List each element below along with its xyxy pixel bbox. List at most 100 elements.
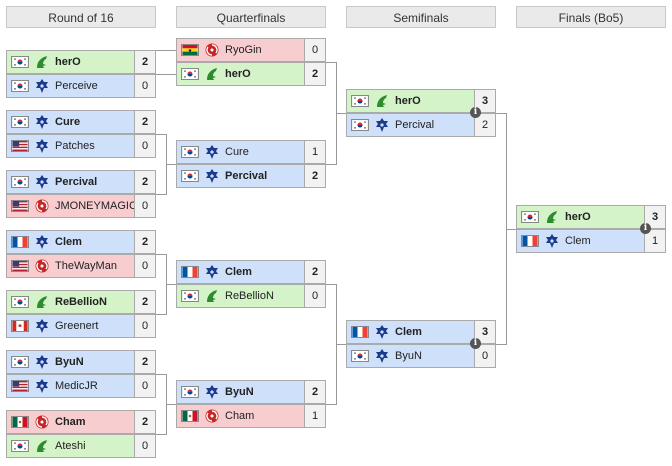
terran-race-icon <box>34 138 50 154</box>
zerg-race-icon <box>204 42 220 58</box>
player-name[interactable]: Clem <box>565 235 591 247</box>
protoss-race-icon <box>204 288 220 304</box>
player-name[interactable]: ByuN <box>55 356 84 368</box>
player-name[interactable]: MedicJR <box>55 380 98 392</box>
connector-line <box>156 314 166 315</box>
player-slot[interactable]: Cure 1 <box>176 140 326 164</box>
player-name[interactable]: TheWayMan <box>55 260 117 272</box>
player-slot[interactable]: ByuN 0 <box>346 344 496 368</box>
player-name[interactable]: Cure <box>225 146 249 158</box>
player-name[interactable]: Patches <box>55 140 95 152</box>
player-slot[interactable]: herO 2 <box>6 50 156 74</box>
player-score: 0 <box>134 135 155 157</box>
terran-race-icon <box>204 144 220 160</box>
player-name[interactable]: herO <box>565 211 591 223</box>
player-name[interactable]: JMONEYMAGIC <box>55 200 137 212</box>
protoss-race-icon <box>34 54 50 70</box>
player-slot[interactable]: Patches 0 <box>6 134 156 158</box>
flag-us-icon <box>11 200 29 212</box>
player-name[interactable]: Cure <box>55 116 81 128</box>
flag-fr-icon <box>11 236 29 248</box>
player-name[interactable]: ByuN <box>225 386 254 398</box>
player-slot[interactable]: Clem 2 <box>6 230 156 254</box>
player-name[interactable]: Clem <box>395 326 422 338</box>
flag-fr-icon <box>351 326 369 338</box>
terran-race-icon <box>34 78 50 94</box>
round-header-finals: Finals (Bo5) <box>516 6 666 28</box>
player-name[interactable]: herO <box>395 95 421 107</box>
player-score: 0 <box>134 195 155 217</box>
connector-line <box>166 404 176 405</box>
flag-kr-icon <box>351 119 369 131</box>
connector-line <box>156 254 166 255</box>
player-name[interactable]: ByuN <box>395 350 422 362</box>
player-name[interactable]: Cham <box>55 416 86 428</box>
player-score: 1 <box>304 141 325 163</box>
player-name[interactable]: Percival <box>225 170 268 182</box>
player-name[interactable]: herO <box>225 68 251 80</box>
flag-kr-icon <box>11 440 29 452</box>
connector-line <box>336 344 346 345</box>
player-score: 2 <box>134 231 155 253</box>
player-name[interactable]: Percival <box>395 119 435 131</box>
flag-fr-icon <box>181 266 199 278</box>
player-name[interactable]: Percival <box>55 176 98 188</box>
player-name[interactable]: Clem <box>55 236 82 248</box>
terran-race-icon <box>34 114 50 130</box>
player-score: 2 <box>134 51 155 73</box>
player-name[interactable]: ReBellioN <box>225 290 274 302</box>
player-name[interactable]: Ateshi <box>55 440 86 452</box>
connector-line <box>156 74 166 75</box>
player-name[interactable]: RyoGin <box>225 44 262 56</box>
protoss-race-icon <box>204 66 220 82</box>
terran-race-icon <box>34 318 50 334</box>
player-score: 3 <box>644 206 665 228</box>
round-header-semifinals: Semifinals <box>346 6 496 28</box>
player-slot[interactable]: Percival 2 <box>176 164 326 188</box>
player-name[interactable]: Perceive <box>55 80 98 92</box>
player-name[interactable]: Greenert <box>55 320 99 332</box>
player-slot[interactable]: RyoGin 0 <box>176 38 326 62</box>
flag-ca-icon <box>11 320 29 332</box>
player-name[interactable]: ReBellioN <box>55 296 107 308</box>
match-info-icon[interactable]: i <box>470 338 481 349</box>
player-score: 2 <box>304 165 325 187</box>
match-info-icon[interactable]: i <box>640 223 651 234</box>
player-score: 0 <box>474 345 495 367</box>
flag-kr-icon <box>351 95 369 107</box>
flag-mx-icon <box>11 416 29 428</box>
match-info-icon[interactable]: i <box>470 107 481 118</box>
player-name[interactable]: Cham <box>225 410 255 422</box>
player-name[interactable]: herO <box>55 56 81 68</box>
connector-line <box>166 284 176 285</box>
player-score: 0 <box>304 39 325 61</box>
flag-kr-icon <box>11 116 29 128</box>
player-score: 3 <box>474 321 495 343</box>
player-name[interactable]: Clem <box>225 266 252 278</box>
flag-kr-icon <box>11 296 29 308</box>
round-header-quarterfinals: Quarterfinals <box>176 6 326 28</box>
flag-kr-icon <box>11 176 29 188</box>
connector-line <box>496 344 506 345</box>
flag-kr-icon <box>11 56 29 68</box>
connector-line <box>326 404 336 405</box>
